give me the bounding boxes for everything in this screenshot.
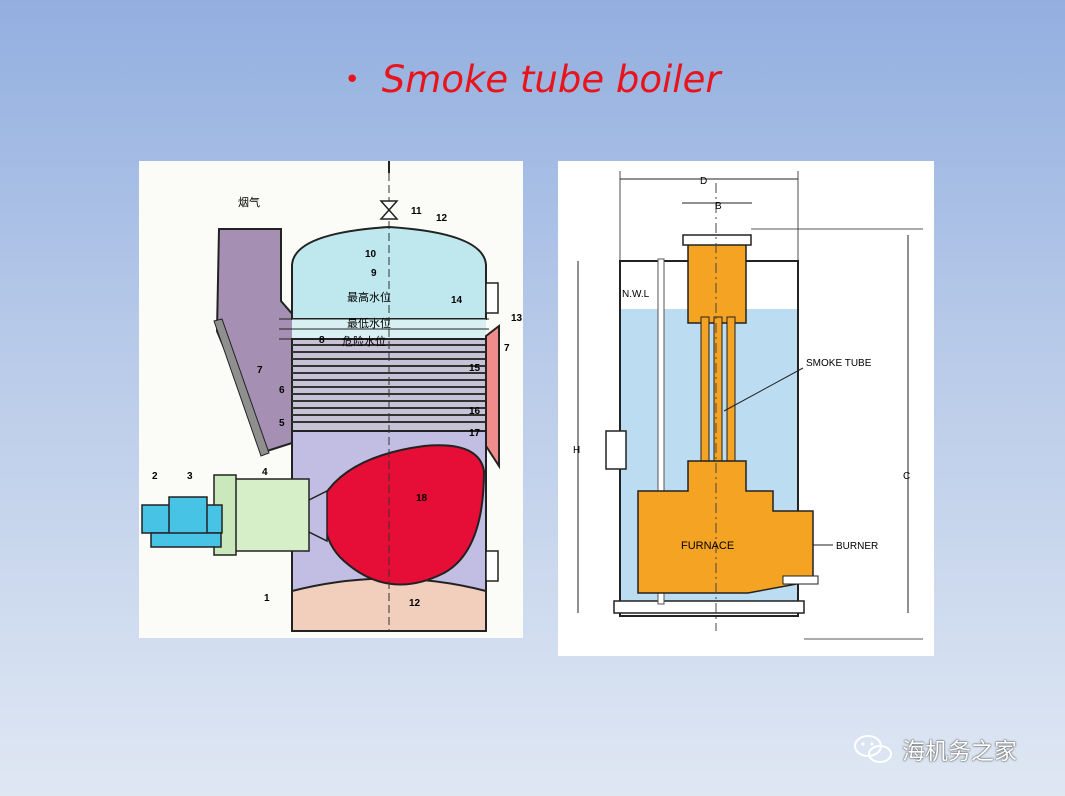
label-smoke: 烟气 [238, 195, 260, 209]
motor-base [150, 532, 222, 548]
smoke-tube-1 [700, 316, 710, 462]
left-diagram-svg: 烟气 最高水位 最低水位 危险水位 1 2 3 4 5 6 7 7 8 9 10… [141, 161, 523, 632]
smoke-box [485, 323, 500, 470]
smoke-tube-2 [713, 316, 723, 462]
num-13: 13 [511, 313, 523, 324]
burner-label: BURNER [836, 541, 878, 552]
side-fitting-upper [485, 282, 499, 314]
num-2: 2 [152, 471, 158, 482]
smoke-box-top [687, 242, 747, 324]
chimney-insulation [213, 318, 270, 457]
smoke-tube-3 [726, 316, 736, 462]
num-4: 4 [262, 467, 268, 478]
bullet: • [344, 65, 360, 95]
furnace [637, 460, 814, 594]
num-9: 9 [371, 268, 377, 279]
gauge-glass [605, 430, 627, 470]
nwl-label: N.W.L [622, 289, 650, 300]
dim-d-label: D [700, 176, 707, 187]
label-danger-water: 危险水位 [342, 334, 386, 348]
burner-pipe [782, 575, 819, 585]
gauge-tube [657, 258, 665, 605]
dim-h-label: H [573, 445, 580, 456]
watermark: 海机务之家 [852, 732, 1042, 766]
title-text: Smoke tube boiler [381, 58, 721, 101]
furnace-label: FURNACE [681, 540, 734, 552]
wechat-icon [854, 735, 892, 763]
slide-title: • Smoke tube boiler [0, 58, 1065, 101]
furnace-chamber [323, 444, 486, 586]
num-12b: 12 [409, 598, 421, 609]
label-high-water: 最高水位 [347, 290, 391, 304]
smoke-tube-label: SMOKE TUBE [806, 358, 872, 369]
num-14: 14 [451, 295, 463, 306]
num-16: 16 [469, 406, 481, 417]
side-fitting-lower [485, 550, 499, 582]
right-boiler-diagram: D B H C N.W.L SMOKE TUBE FURNACE BURNER [558, 161, 934, 656]
num-6: 6 [279, 385, 285, 396]
num-7b: 7 [504, 343, 510, 354]
num-10: 10 [365, 249, 377, 260]
num-5: 5 [279, 418, 285, 429]
left-boiler-diagram: 烟气 最高水位 最低水位 危险水位 1 2 3 4 5 6 7 7 8 9 10… [139, 161, 523, 638]
watermark-text: 海机务之家 [902, 739, 1017, 765]
base-frame [613, 600, 805, 614]
num-11: 11 [411, 206, 422, 217]
num-3: 3 [187, 471, 193, 482]
dim-b-label: B [715, 201, 722, 212]
leader-smoke-tube [723, 367, 804, 412]
top-valve [379, 200, 399, 220]
label-low-water: 最低水位 [347, 316, 391, 330]
num-8: 8 [319, 335, 325, 346]
top-flange [682, 234, 752, 246]
num-15: 15 [469, 363, 481, 374]
dim-c-label: C [903, 471, 910, 482]
num-17: 17 [469, 428, 481, 439]
num-7a: 7 [257, 365, 263, 376]
num-12a: 12 [436, 213, 448, 224]
num-18: 18 [416, 493, 428, 504]
num-1: 1 [264, 593, 270, 604]
right-diagram-svg: D B H C N.W.L SMOKE TUBE FURNACE BURNER [573, 171, 923, 640]
